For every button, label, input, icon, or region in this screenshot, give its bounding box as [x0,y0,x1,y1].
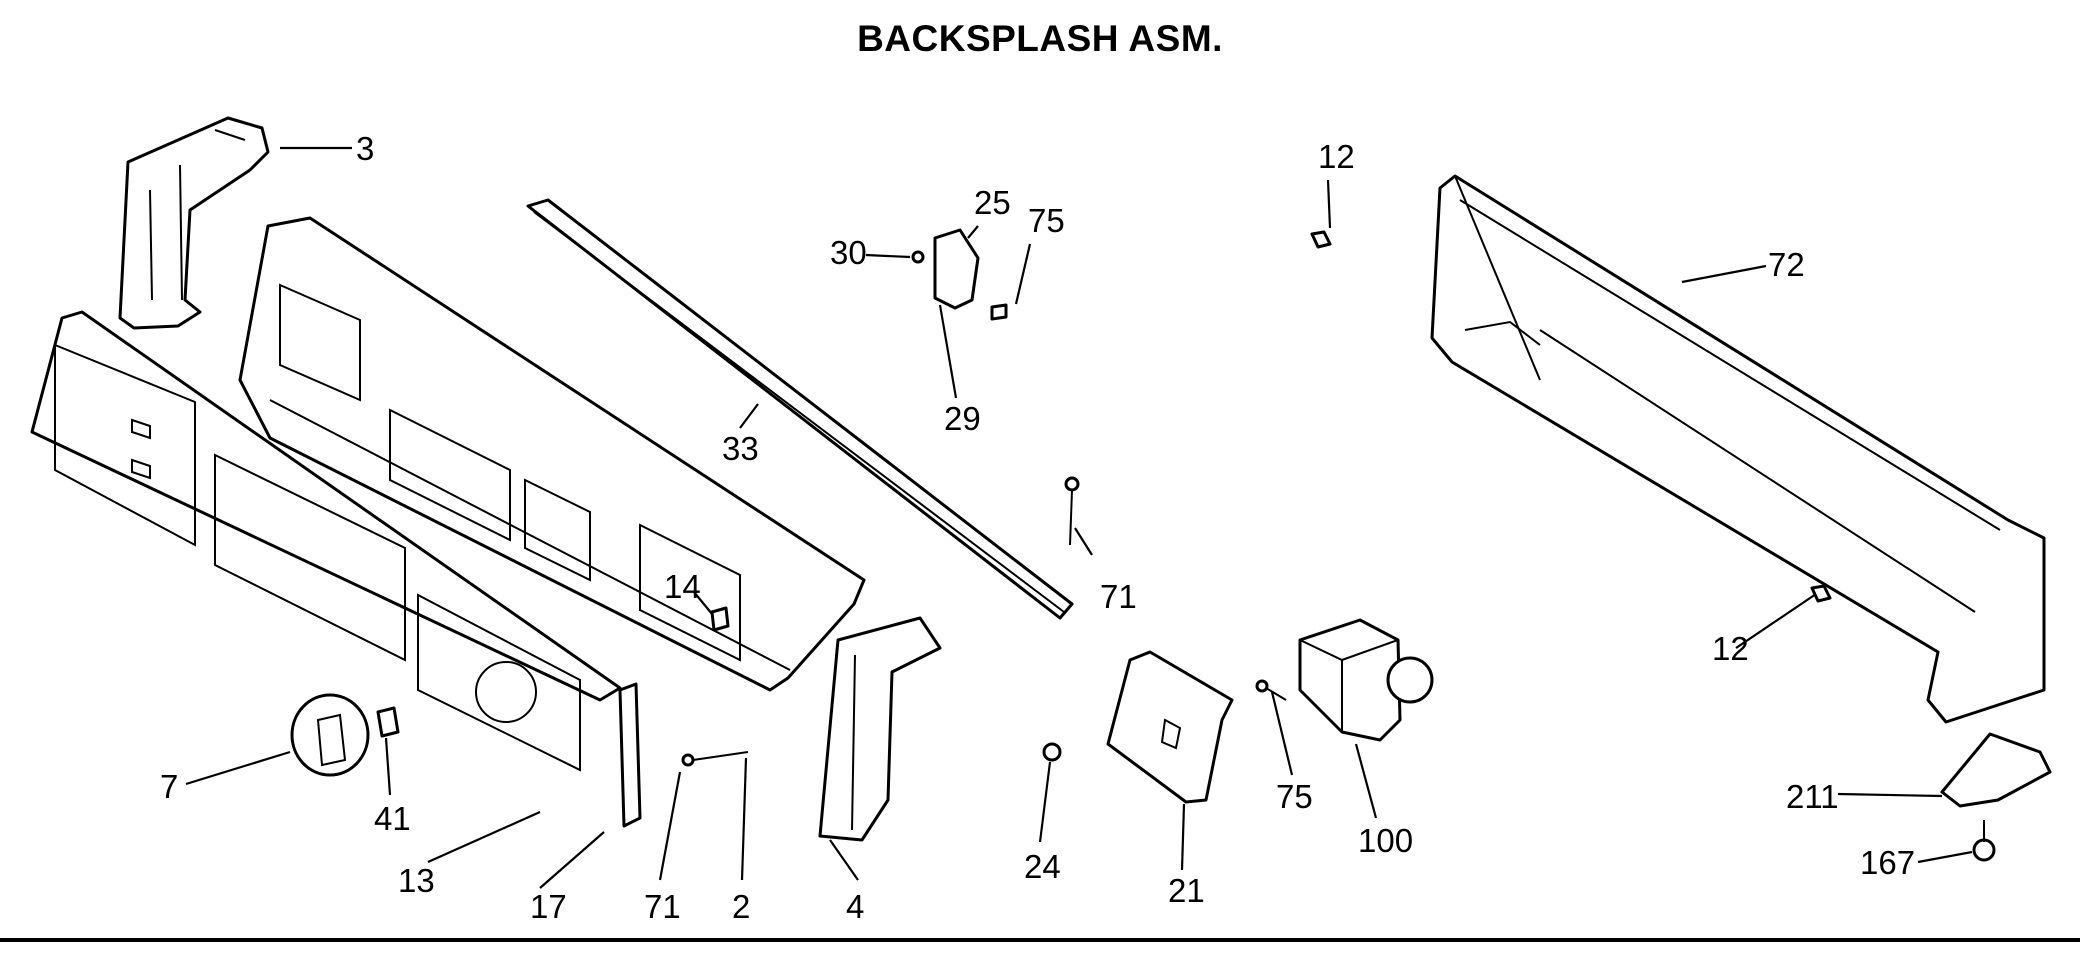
part-screw-upper [1064,476,1080,546]
part-bushing [376,706,400,738]
leader-lines [185,146,1973,889]
callout-7: 7 [160,768,178,805]
part-clip-upper [1310,230,1332,249]
part-mounting-plate [1106,650,1234,804]
diagram-title: BACKSPLASH ASM. [857,18,1223,59]
callout-75-upper: 75 [1028,202,1065,239]
callout-4: 4 [846,888,864,925]
callout-33: 33 [722,430,759,467]
callout-71-upper: 71 [1100,578,1137,615]
callout-2: 2 [732,888,750,925]
callout-75-lower: 75 [1276,778,1313,815]
part-clip-lower [1810,584,1832,603]
callout-41: 41 [374,800,411,837]
callout-100: 100 [1358,822,1413,859]
part-bracket [618,682,642,828]
callout-17: 17 [530,888,567,925]
callout-24: 24 [1024,848,1061,885]
part-front-control-panel [30,310,622,772]
callout-29: 29 [944,400,981,437]
part-small-clip [710,606,730,632]
callout-25: 25 [974,184,1011,221]
part-right-end-cap [818,616,942,842]
callout-167: 167 [1860,844,1915,881]
callout-12-lower: 12 [1712,630,1749,667]
callout-3: 3 [356,130,374,167]
callout-30: 30 [830,234,867,271]
part-rail [526,198,1074,620]
part-left-end-cap [118,116,270,330]
part-switch-assembly [911,228,1008,321]
part-bolt [1972,820,1996,862]
callout-71-lower: 71 [644,888,681,925]
callout-labels: 3 12 25 75 30 72 29 33 14 71 12 7 41 13 … [160,130,1915,925]
callout-211: 211 [1786,778,1839,815]
bottom-rule [0,938,2080,942]
part-screw-75 [1255,679,1287,701]
part-timer [1298,618,1434,742]
part-console-frame [238,216,866,692]
callout-14: 14 [664,568,701,605]
part-screw-lower [681,751,749,767]
callout-72: 72 [1768,246,1805,283]
callout-13: 13 [398,862,435,899]
part-backsplash-housing [1430,174,2046,724]
part-knob [290,693,370,777]
callout-12-upper: 12 [1318,138,1355,175]
part-hinge-bracket [1940,732,2052,808]
part-nut [1042,742,1062,762]
callout-21: 21 [1168,872,1205,909]
